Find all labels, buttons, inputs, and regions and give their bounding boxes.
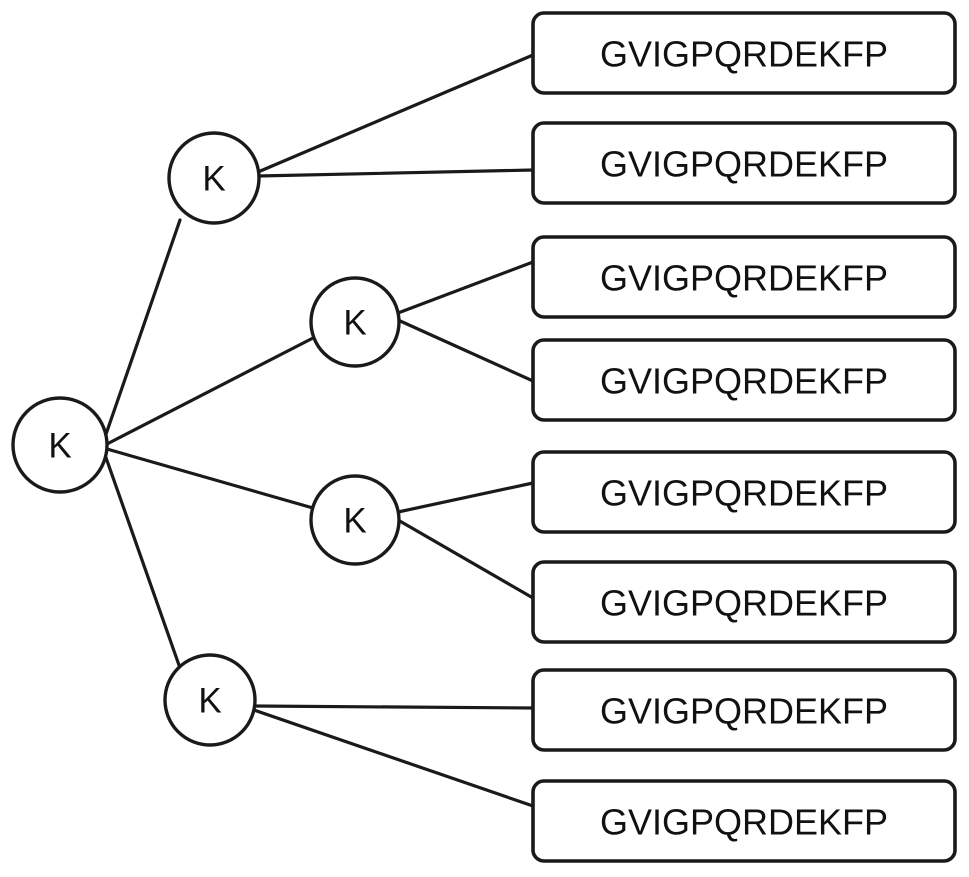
edge-internal-3-to-leaf-6: [396, 518, 535, 600]
leaf-box-1-rect[interactable]: [531, 11, 957, 95]
edge-root-to-internal-2: [105, 336, 315, 446]
edge-root-to-internal-3: [105, 447, 315, 510]
internal-node-4-label: K: [198, 682, 221, 721]
edge-internal-4-to-leaf-8: [252, 708, 535, 808]
leaf-box-5[interactable]: GVIGPQRDEKFP: [531, 450, 957, 534]
internal-node-3-label: K: [343, 502, 366, 541]
leaf-box-4[interactable]: GVIGPQRDEKFP: [531, 338, 957, 422]
root-node-label: K: [48, 427, 71, 466]
leaf-box-4-label: GVIGPQRDEKFP: [600, 361, 888, 402]
leaf-box-7-rect[interactable]: [531, 668, 957, 752]
leaf-box-6-label: GVIGPQRDEKFP: [600, 583, 888, 624]
leaf-box-6[interactable]: GVIGPQRDEKFP: [531, 560, 957, 644]
edges-group: [102, 53, 535, 808]
leaf-box-7[interactable]: GVIGPQRDEKFP: [531, 668, 957, 752]
leaf-box-8-label: GVIGPQRDEKFP: [600, 802, 888, 843]
internal-node-3[interactable]: K: [309, 474, 401, 566]
leaf-box-1-label: GVIGPQRDEKFP: [600, 34, 888, 75]
internal-node-2-label: K: [343, 304, 366, 343]
leaf-box-2[interactable]: GVIGPQRDEKFP: [531, 121, 957, 205]
root-node-circle[interactable]: [11, 396, 109, 494]
internal-node-4[interactable]: K: [163, 653, 257, 747]
leaf-box-1[interactable]: GVIGPQRDEKFP: [531, 11, 957, 95]
leaf-box-4-rect[interactable]: [531, 338, 957, 422]
internal-node-2-circle[interactable]: [309, 276, 401, 368]
leaf-box-3-rect[interactable]: [531, 235, 957, 319]
edge-internal-4-to-leaf-7: [252, 704, 535, 710]
edge-internal-2-to-leaf-4: [396, 318, 535, 383]
leaf-box-3[interactable]: GVIGPQRDEKFP: [531, 235, 957, 319]
leaf-box-8[interactable]: GVIGPQRDEKFP: [531, 779, 957, 863]
edge-internal-1-to-leaf-2: [256, 168, 535, 178]
internal-node-1[interactable]: K: [167, 131, 261, 225]
edge-internal-1-to-leaf-1: [256, 53, 535, 174]
nodes-group: K K K K K: [11, 131, 401, 747]
leaf-box-8-rect[interactable]: [531, 779, 957, 863]
leaf-boxes-group: GVIGPQRDEKFP GVIGPQRDEKFP GVIGPQRDEKFP GVIG…: [531, 11, 957, 863]
edge-internal-2-to-leaf-3: [396, 260, 535, 315]
internal-node-3-circle[interactable]: [309, 474, 401, 566]
internal-node-2[interactable]: K: [309, 276, 401, 368]
internal-node-1-circle[interactable]: [167, 131, 261, 225]
edge-root-to-internal-4: [102, 450, 182, 670]
leaf-box-2-label: GVIGPQRDEKFP: [600, 144, 888, 185]
leaf-box-6-rect[interactable]: [531, 560, 957, 644]
edge-internal-3-to-leaf-5: [396, 481, 535, 514]
edge-root-to-internal-1: [102, 218, 182, 442]
internal-node-1-label: K: [202, 160, 225, 199]
leaf-box-3-label: GVIGPQRDEKFP: [600, 258, 888, 299]
leaf-box-5-rect[interactable]: [531, 450, 957, 534]
leaf-box-7-label: GVIGPQRDEKFP: [600, 691, 888, 732]
root-node[interactable]: K: [11, 396, 109, 494]
leaf-box-2-rect[interactable]: [531, 121, 957, 205]
leaf-box-5-label: GVIGPQRDEKFP: [600, 473, 888, 514]
internal-node-4-circle[interactable]: [163, 653, 257, 747]
